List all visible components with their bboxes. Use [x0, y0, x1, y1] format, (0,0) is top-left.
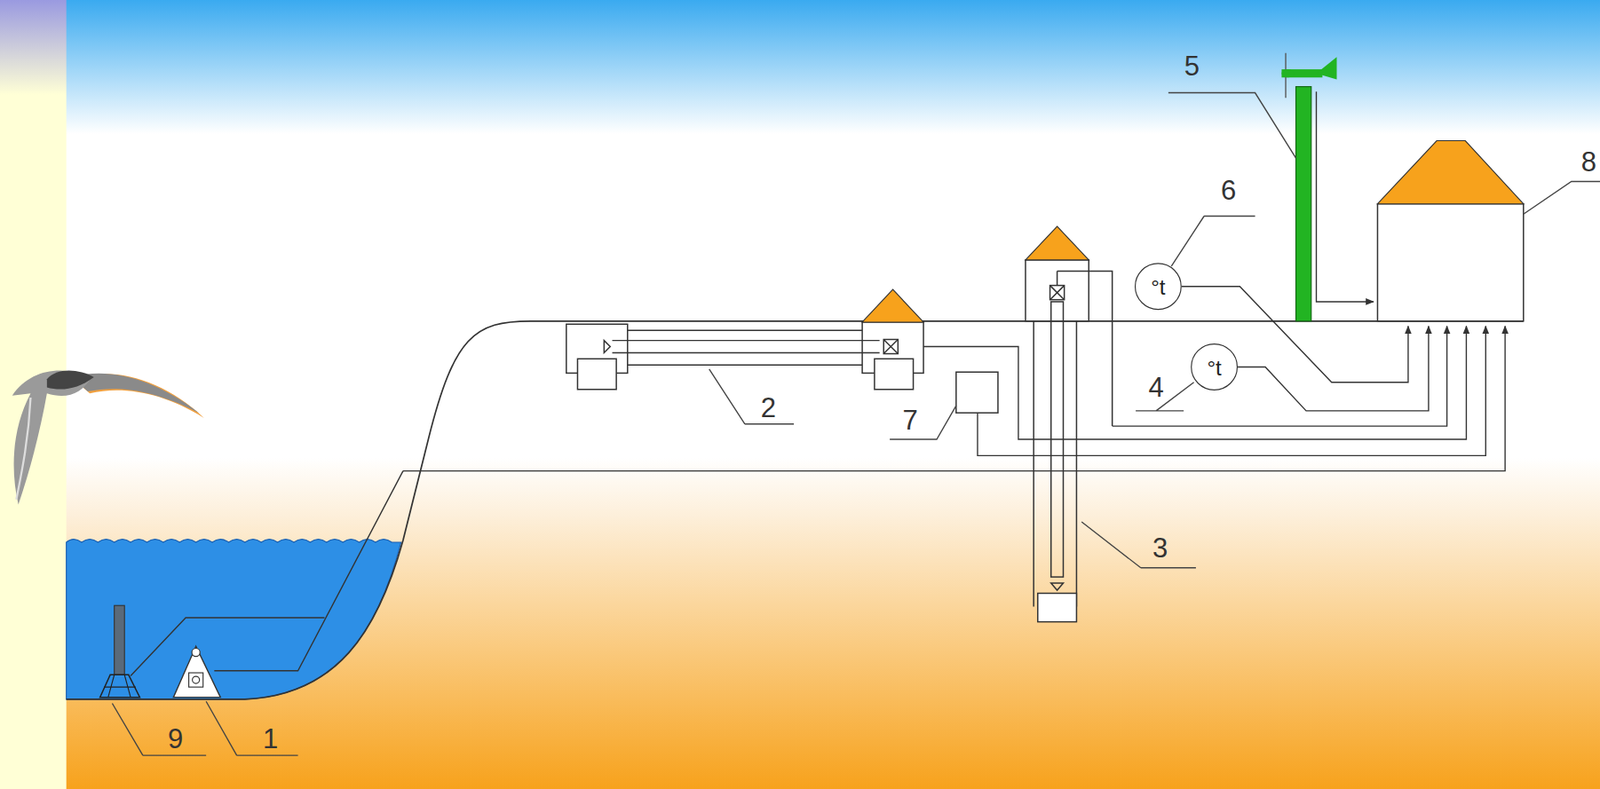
temperature-sensor: °t [1134, 262, 1182, 310]
callout-number: 3 [1152, 534, 1168, 563]
wind-turbine [1281, 53, 1337, 322]
temperature-sensor: °t [1190, 343, 1238, 391]
callout-number: 5 [1184, 53, 1200, 81]
callout-number: 8 [1581, 149, 1597, 177]
callout-number: 1 [262, 725, 278, 753]
callout-number: 2 [760, 394, 777, 422]
callout-number: 6 [1220, 177, 1236, 206]
leader-lines [111, 93, 1600, 757]
roofs [862, 141, 1524, 323]
sensor-symbol: °t [1150, 276, 1165, 298]
callout-number: 9 [167, 725, 183, 753]
submerged-collector [173, 646, 221, 698]
water-body [66, 539, 402, 700]
ground-profile [66, 321, 1524, 700]
sensor-symbol: °t [1206, 356, 1221, 378]
seagull [12, 371, 205, 506]
callout-number: 7 [902, 406, 918, 435]
callout-number: 4 [1148, 373, 1164, 402]
pipes [566, 204, 1524, 623]
water-intake [100, 605, 141, 698]
